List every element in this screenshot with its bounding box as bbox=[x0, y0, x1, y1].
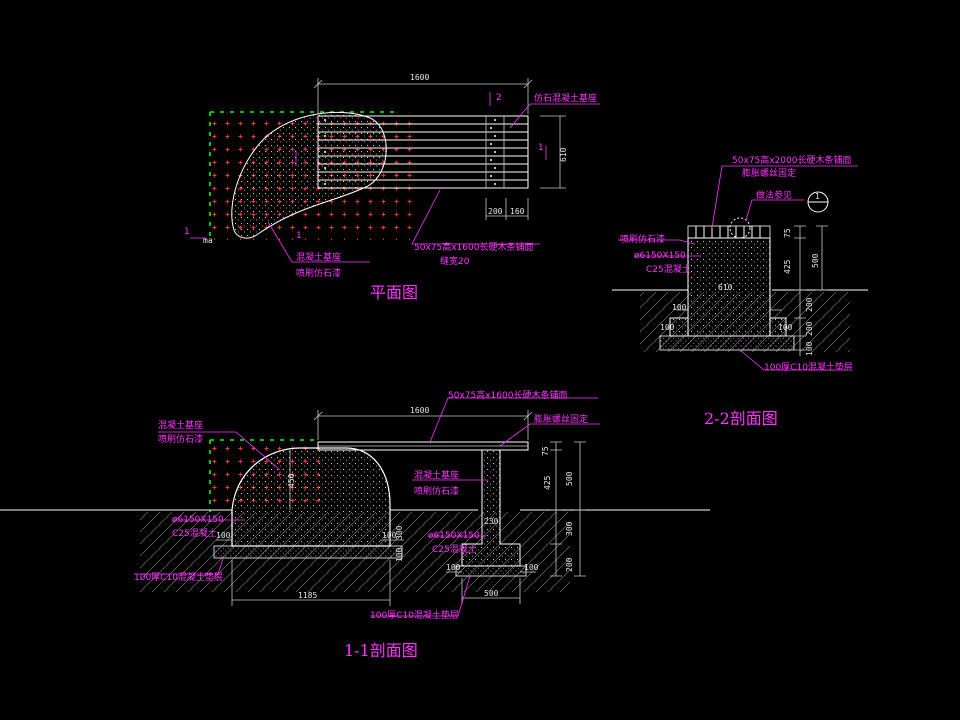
s11-dim-500b: 500 bbox=[484, 589, 499, 598]
s11-label-bed-r: 100厚C10混凝土垫层 bbox=[370, 609, 459, 621]
s22-label-detail: 做法参见 bbox=[756, 189, 792, 201]
plan-labels: 仿石混凝土基座 50x75高x1600长硬木条铺面 缝宽20 混凝土基座 喷刷仿… bbox=[267, 92, 600, 279]
s22-label-rebar: ø6150X150 bbox=[634, 251, 686, 261]
s22-label-concrete: C25混凝土 bbox=[646, 263, 691, 275]
s11-label-seat: 50x75高x1600长硬木条铺面 bbox=[448, 389, 567, 401]
s11-dim-425: 425 bbox=[543, 475, 552, 490]
s22-dim-610: 610 bbox=[718, 283, 733, 292]
s22-label-bed: 100厚C10混凝土垫层 bbox=[764, 361, 853, 373]
s11-green-outline bbox=[209, 439, 320, 512]
s22-dim-100a: 100 bbox=[672, 303, 687, 312]
plan-green-outline bbox=[209, 111, 400, 240]
s22-label-bolt: 膨胀螺丝固定 bbox=[742, 167, 796, 179]
s11-label-base4: 喷刷仿石漆 bbox=[414, 485, 459, 497]
s11-dim-230: 230 bbox=[484, 517, 499, 526]
s11-title: 1-1剖面图 bbox=[344, 641, 418, 660]
s22-dim-425: 425 bbox=[783, 259, 792, 274]
s11-dim-300: 300 bbox=[565, 521, 574, 536]
s22-dimensions: 75 425 500 200 200 100 610 100 100 100 bbox=[660, 225, 828, 356]
plan-label-base1: 混凝土基座 bbox=[296, 251, 341, 263]
s22-wood-slats bbox=[687, 225, 771, 239]
plan-stone-base bbox=[231, 111, 387, 239]
plan-mark-1-bottom: 1 bbox=[296, 231, 302, 241]
s22-label-seat: 50x75高x2000长硬木条铺面 bbox=[732, 154, 851, 166]
s11-dim-500: 500 bbox=[565, 471, 574, 486]
s11-arch-base bbox=[231, 447, 391, 547]
plan-view: 1600 200 160 610 1 2 1 1 ma 仿石混凝土基座 50x7… bbox=[184, 73, 600, 302]
plan-label-top: 仿石混凝土基座 bbox=[534, 92, 597, 104]
section-2-2: 1 75 425 500 200 200 100 610 100 100 100… bbox=[612, 154, 868, 428]
s11-label-bed-l: 100厚C10混凝土垫层 bbox=[134, 571, 223, 583]
s11-dim-75: 75 bbox=[541, 446, 550, 456]
s22-dim-200b: 200 bbox=[805, 321, 814, 336]
s22-detail-mark: 1 bbox=[815, 192, 820, 201]
s22-label-paint: 喷刷仿石漆 bbox=[620, 233, 665, 245]
s11-label-rebar-r: ø6150X150 bbox=[428, 531, 480, 541]
plan-wood-slats bbox=[317, 115, 529, 189]
s11-dim-1185: 1185 bbox=[298, 591, 317, 600]
s11-label-conc-l: C25混凝土 bbox=[172, 527, 217, 539]
s22-title: 2-2剖面图 bbox=[704, 409, 778, 428]
s11-dim-100b: 100 bbox=[216, 531, 231, 540]
s22-dim-100b: 100 bbox=[778, 323, 793, 332]
s11-dim-100d: 100 bbox=[524, 563, 539, 572]
plan-title: 平面图 bbox=[370, 283, 418, 302]
plan-dim-160: 160 bbox=[510, 207, 525, 216]
s22-dim-100c: 100 bbox=[805, 341, 814, 356]
s11-label-base1: 混凝土基座 bbox=[158, 419, 203, 431]
plan-label-seat: 50x75高x1600长硬木条铺面 bbox=[414, 241, 533, 253]
s22-dim-75: 75 bbox=[783, 228, 792, 238]
s11-labels: 50x75高x1600长硬木条铺面 膨胀螺丝固定 混凝土基座 喷刷仿石漆 混凝土… bbox=[134, 389, 600, 621]
plan-dim-200: 200 bbox=[488, 207, 503, 216]
s22-footing-lines bbox=[687, 318, 771, 336]
s11-label-bolt: 膨胀螺丝固定 bbox=[534, 413, 588, 425]
s11-bed-left bbox=[213, 545, 403, 559]
s11-dim-total: 1600 bbox=[410, 406, 429, 415]
plan-section-marks: 1 2 1 1 ma bbox=[184, 92, 547, 245]
s11-label-base2: 喷刷仿石漆 bbox=[158, 433, 203, 445]
plan-bolt-dots bbox=[324, 119, 496, 185]
s11-dim-300a: 300 bbox=[395, 525, 404, 540]
s11-label-base3: 混凝土基座 bbox=[414, 469, 459, 481]
s22-dim-200a: 200 bbox=[805, 297, 814, 312]
plan-dimensions: 1600 200 160 610 bbox=[313, 73, 568, 220]
s22-dim-500: 500 bbox=[811, 253, 820, 268]
s11-label-conc-r: C25混凝土 bbox=[432, 543, 477, 555]
plan-small-label: ma bbox=[203, 236, 213, 245]
s22-detail-circle bbox=[729, 217, 751, 239]
plan-mark-1-left: 1 bbox=[184, 227, 190, 237]
plan-label-gap: 缝宽20 bbox=[440, 255, 470, 267]
s11-dim-450: 450 bbox=[287, 473, 296, 488]
plan-dim-610: 610 bbox=[559, 147, 568, 162]
section-1-1: 1600 450 300 100 100 100 230 100 100 118… bbox=[0, 389, 710, 660]
s11-bed-right bbox=[455, 565, 527, 577]
plan-mark-2-top: 2 bbox=[496, 93, 502, 103]
s11-dim-200: 200 bbox=[565, 557, 574, 572]
s11-dimensions: 1600 450 300 100 100 100 230 100 100 118… bbox=[216, 406, 586, 606]
s11-dim-100-right: 100 bbox=[382, 531, 397, 540]
s11-dim-100c: 100 bbox=[446, 563, 461, 572]
plan-label-base2: 喷刷仿石漆 bbox=[296, 267, 341, 279]
s22-body bbox=[669, 237, 787, 337]
s11-label-rebar-l: ø6150X150 bbox=[172, 515, 224, 525]
s22-bed bbox=[659, 335, 795, 351]
s11-dim-100a: 100 bbox=[395, 547, 404, 562]
s22-labels: 50x75高x2000长硬木条铺面 膨胀螺丝固定 做法参见 喷刷仿石漆 ø615… bbox=[618, 154, 858, 373]
s22-dim-100b-left: 100 bbox=[660, 323, 675, 332]
plan-mark-1-right: 1 bbox=[538, 143, 544, 153]
plan-dim-total: 1600 bbox=[410, 73, 429, 82]
